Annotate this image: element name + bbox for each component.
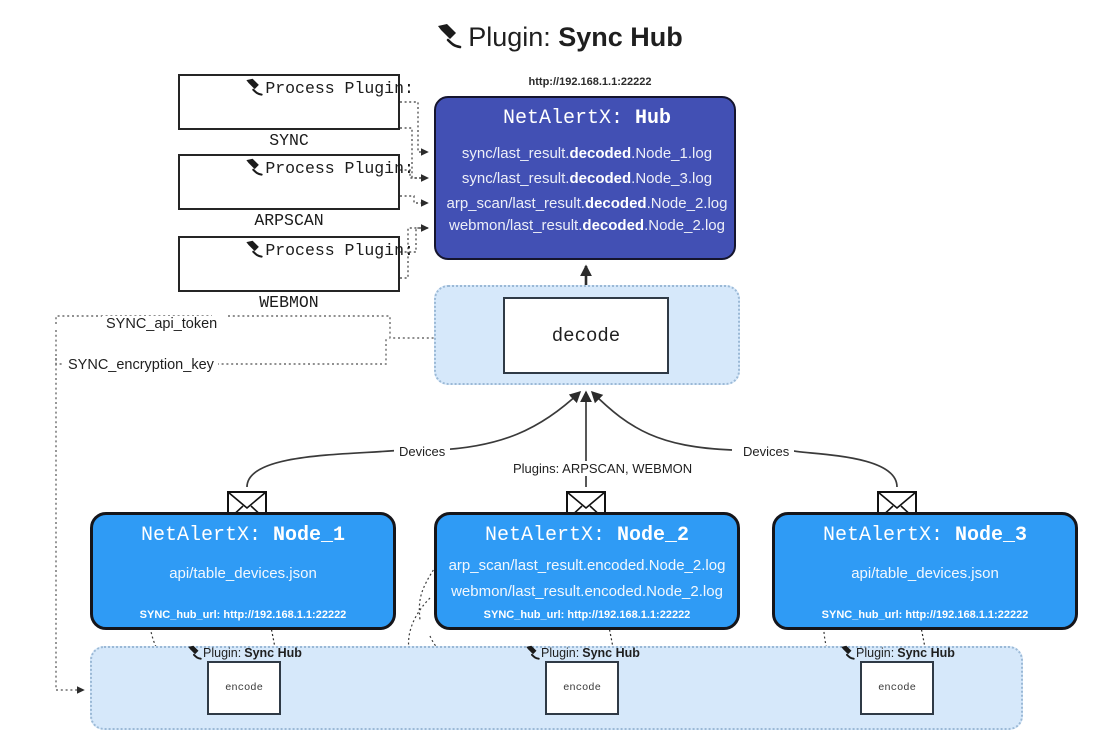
- process-plugin-name: WEBMON: [259, 293, 319, 312]
- node-box-node1[interactable]: NetAlertX: Node_1 api/table_devices.json…: [90, 512, 396, 630]
- encode-caption-prefix: Plugin:: [856, 646, 895, 660]
- encode-caption-name: Sync Hub: [244, 646, 302, 660]
- process-plugin-label: Process Plugin:: [265, 159, 414, 178]
- encode-caption-2: Plugin:Sync Hub: [524, 645, 640, 661]
- hub-log-line-2: sync/last_result.decoded.Node_3.log: [461, 170, 713, 187]
- connector-sync-to-log1: [400, 101, 429, 156]
- node-line: api/table_devices.json: [169, 565, 317, 582]
- sync-encryption-key-label: SYNC_encryption_key: [64, 357, 218, 373]
- node-footer: SYNC_hub_url: http://192.168.1.1:22222: [139, 609, 347, 621]
- hub-log-line-1: sync/last_result.decoded.Node_1.log: [461, 145, 713, 162]
- plug-icon: [186, 645, 203, 661]
- plug-icon: [839, 645, 856, 661]
- decode-box[interactable]: decode: [503, 297, 669, 374]
- node-title: NetAlertX: Node_1: [140, 524, 346, 547]
- path-enc-key-to-encode-band: [55, 330, 85, 694]
- plug-icon: [164, 50, 265, 128]
- process-plugin-label: Process Plugin:: [265, 79, 414, 98]
- hub-log-line-4: webmon/last_result.decoded.Node_2.log: [449, 217, 725, 234]
- curve-node1-devices-a: [246, 449, 403, 488]
- node-line: arp_scan/last_result.encoded.Node_2.log: [448, 557, 726, 574]
- hub-log-line-3: arp_scan/last_result.decoded.Node_2.log: [446, 195, 728, 212]
- hub-url-label: http://192.168.1.1:22222: [528, 76, 652, 88]
- process-plugin-arpscan[interactable]: Process Plugin: ARPSCAN: [178, 154, 414, 230]
- encode-caption-prefix: Plugin:: [203, 646, 242, 660]
- hub-title-name: Hub: [635, 107, 672, 130]
- connector-arpscan-elbow-a: [400, 169, 429, 182]
- plug-icon: [164, 212, 265, 290]
- connector-webmon-elbow-b: [400, 224, 429, 279]
- node-line: api/table_devices.json: [851, 565, 999, 582]
- curve-node2-src-a: [418, 565, 437, 621]
- curve-node3-devices-b: [590, 390, 733, 451]
- edge-label-devices-right: Devices: [738, 444, 795, 459]
- encode-caption-name: Sync Hub: [582, 646, 640, 660]
- encode-caption-prefix: Plugin:: [541, 646, 580, 660]
- page-title-name: Sync Hub: [558, 22, 683, 52]
- encode-caption-name: Sync Hub: [897, 646, 955, 660]
- process-plugin-name: ARPSCAN: [254, 211, 324, 230]
- process-plugin-webmon[interactable]: Process Plugin: WEBMON: [178, 236, 414, 312]
- plug-icon: [434, 19, 464, 61]
- path-enc-key-join: [188, 338, 387, 365]
- encode-box-2[interactable]: encode: [545, 661, 619, 715]
- encode-box-3[interactable]: encode: [860, 661, 934, 715]
- process-plugin-name: SYNC: [269, 131, 309, 150]
- node-footer: SYNC_hub_url: http://192.168.1.1:22222: [483, 609, 691, 621]
- curve-node3-devices-a: [789, 449, 898, 488]
- hub-box[interactable]: NetAlertX: Hub sync/last_result.decoded.…: [434, 96, 736, 260]
- process-plugin-label: Process Plugin:: [265, 241, 414, 260]
- plug-icon: [164, 130, 265, 208]
- node-box-node3[interactable]: NetAlertX: Node_3 api/table_devices.json…: [772, 512, 1078, 630]
- node-line: webmon/last_result.encoded.Node_2.log: [451, 583, 723, 600]
- node-title: NetAlertX: Node_2: [484, 524, 690, 547]
- edge-label-devices-left: Devices: [394, 444, 451, 459]
- curve-node1-devices-b: [437, 390, 582, 451]
- encode-caption-3: Plugin:Sync Hub: [839, 645, 955, 661]
- page-title-prefix: Plugin:: [468, 22, 559, 52]
- node-box-node2[interactable]: NetAlertX: Node_2 arp_scan/last_result.e…: [434, 512, 740, 630]
- page-title: Plugin: Sync Hub: [0, 16, 1117, 61]
- encode-caption-1: Plugin:Sync Hub: [186, 645, 302, 661]
- node-footer: SYNC_hub_url: http://192.168.1.1:22222: [821, 609, 1029, 621]
- connector-arpscan-to-log: [400, 195, 429, 207]
- encode-box-1[interactable]: encode: [207, 661, 281, 715]
- plug-icon: [524, 645, 541, 661]
- sync-api-token-label: SYNC_api_token: [102, 316, 222, 332]
- node-title: NetAlertX: Node_3: [822, 524, 1028, 547]
- edge-label-plugins: Plugins: ARPSCAN, WEBMON: [508, 461, 698, 476]
- hub-title: NetAlertX: Hub: [436, 107, 738, 130]
- process-plugin-sync[interactable]: Process Plugin: SYNC: [178, 74, 414, 150]
- hub-title-prefix: NetAlertX:: [502, 107, 635, 130]
